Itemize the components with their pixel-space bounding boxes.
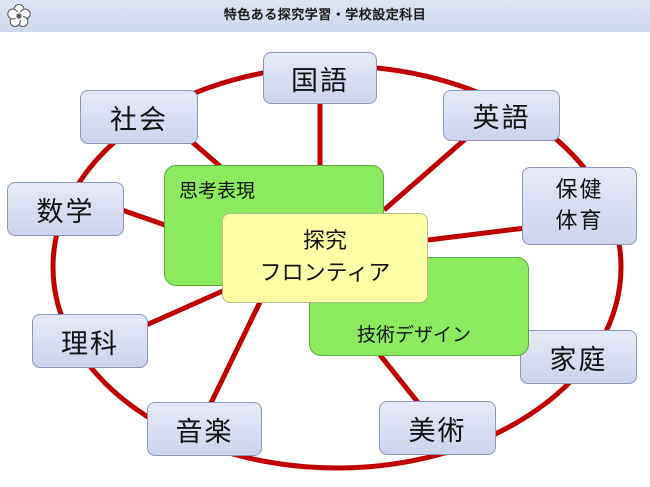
- subject-label: 社会: [110, 104, 168, 136]
- subject-box-bijutsu: 美術: [379, 401, 496, 455]
- subject-box-rika: 理科: [32, 314, 148, 368]
- core-box-tankyu-frontier: 探究 フロンティア: [222, 213, 428, 303]
- skill-label: 思考表現: [179, 180, 256, 202]
- spoke-rika: [133, 287, 227, 333]
- subject-label: 保健 体育: [555, 178, 604, 234]
- skill-label: 技術デザイン: [357, 324, 472, 346]
- page-title: 特色ある探究学習・学校設定科目: [223, 8, 427, 23]
- spoke-eigo: [382, 133, 472, 212]
- spoke-bijutsu: [378, 353, 422, 407]
- school-emblem-icon: [7, 4, 31, 27]
- subject-box-shakai: 社会: [80, 90, 198, 144]
- subject-box-katei: 家庭: [520, 330, 637, 384]
- subject-box-sugaku: 数学: [7, 182, 124, 236]
- subject-label: 美術: [408, 415, 467, 447]
- subject-label: 数学: [36, 196, 95, 228]
- subject-label: 音楽: [175, 416, 234, 448]
- subject-box-ongaku: 音楽: [147, 402, 262, 456]
- subject-label: 理科: [61, 328, 119, 360]
- spoke-ongaku: [207, 300, 263, 407]
- spoke-sugaku: [121, 207, 166, 228]
- header-bar: [0, 0, 650, 32]
- subject-label: 英語: [472, 103, 531, 134]
- core-label: 探究 フロンティア: [259, 229, 391, 286]
- subject-label: 国語: [291, 65, 349, 97]
- subject-box-kokugo: 国語: [263, 52, 377, 104]
- subject-box-hoken-taiiku: 保健 体育: [522, 167, 637, 245]
- subject-label: 家庭: [549, 344, 608, 376]
- subject-box-eigo: 英語: [443, 90, 560, 141]
